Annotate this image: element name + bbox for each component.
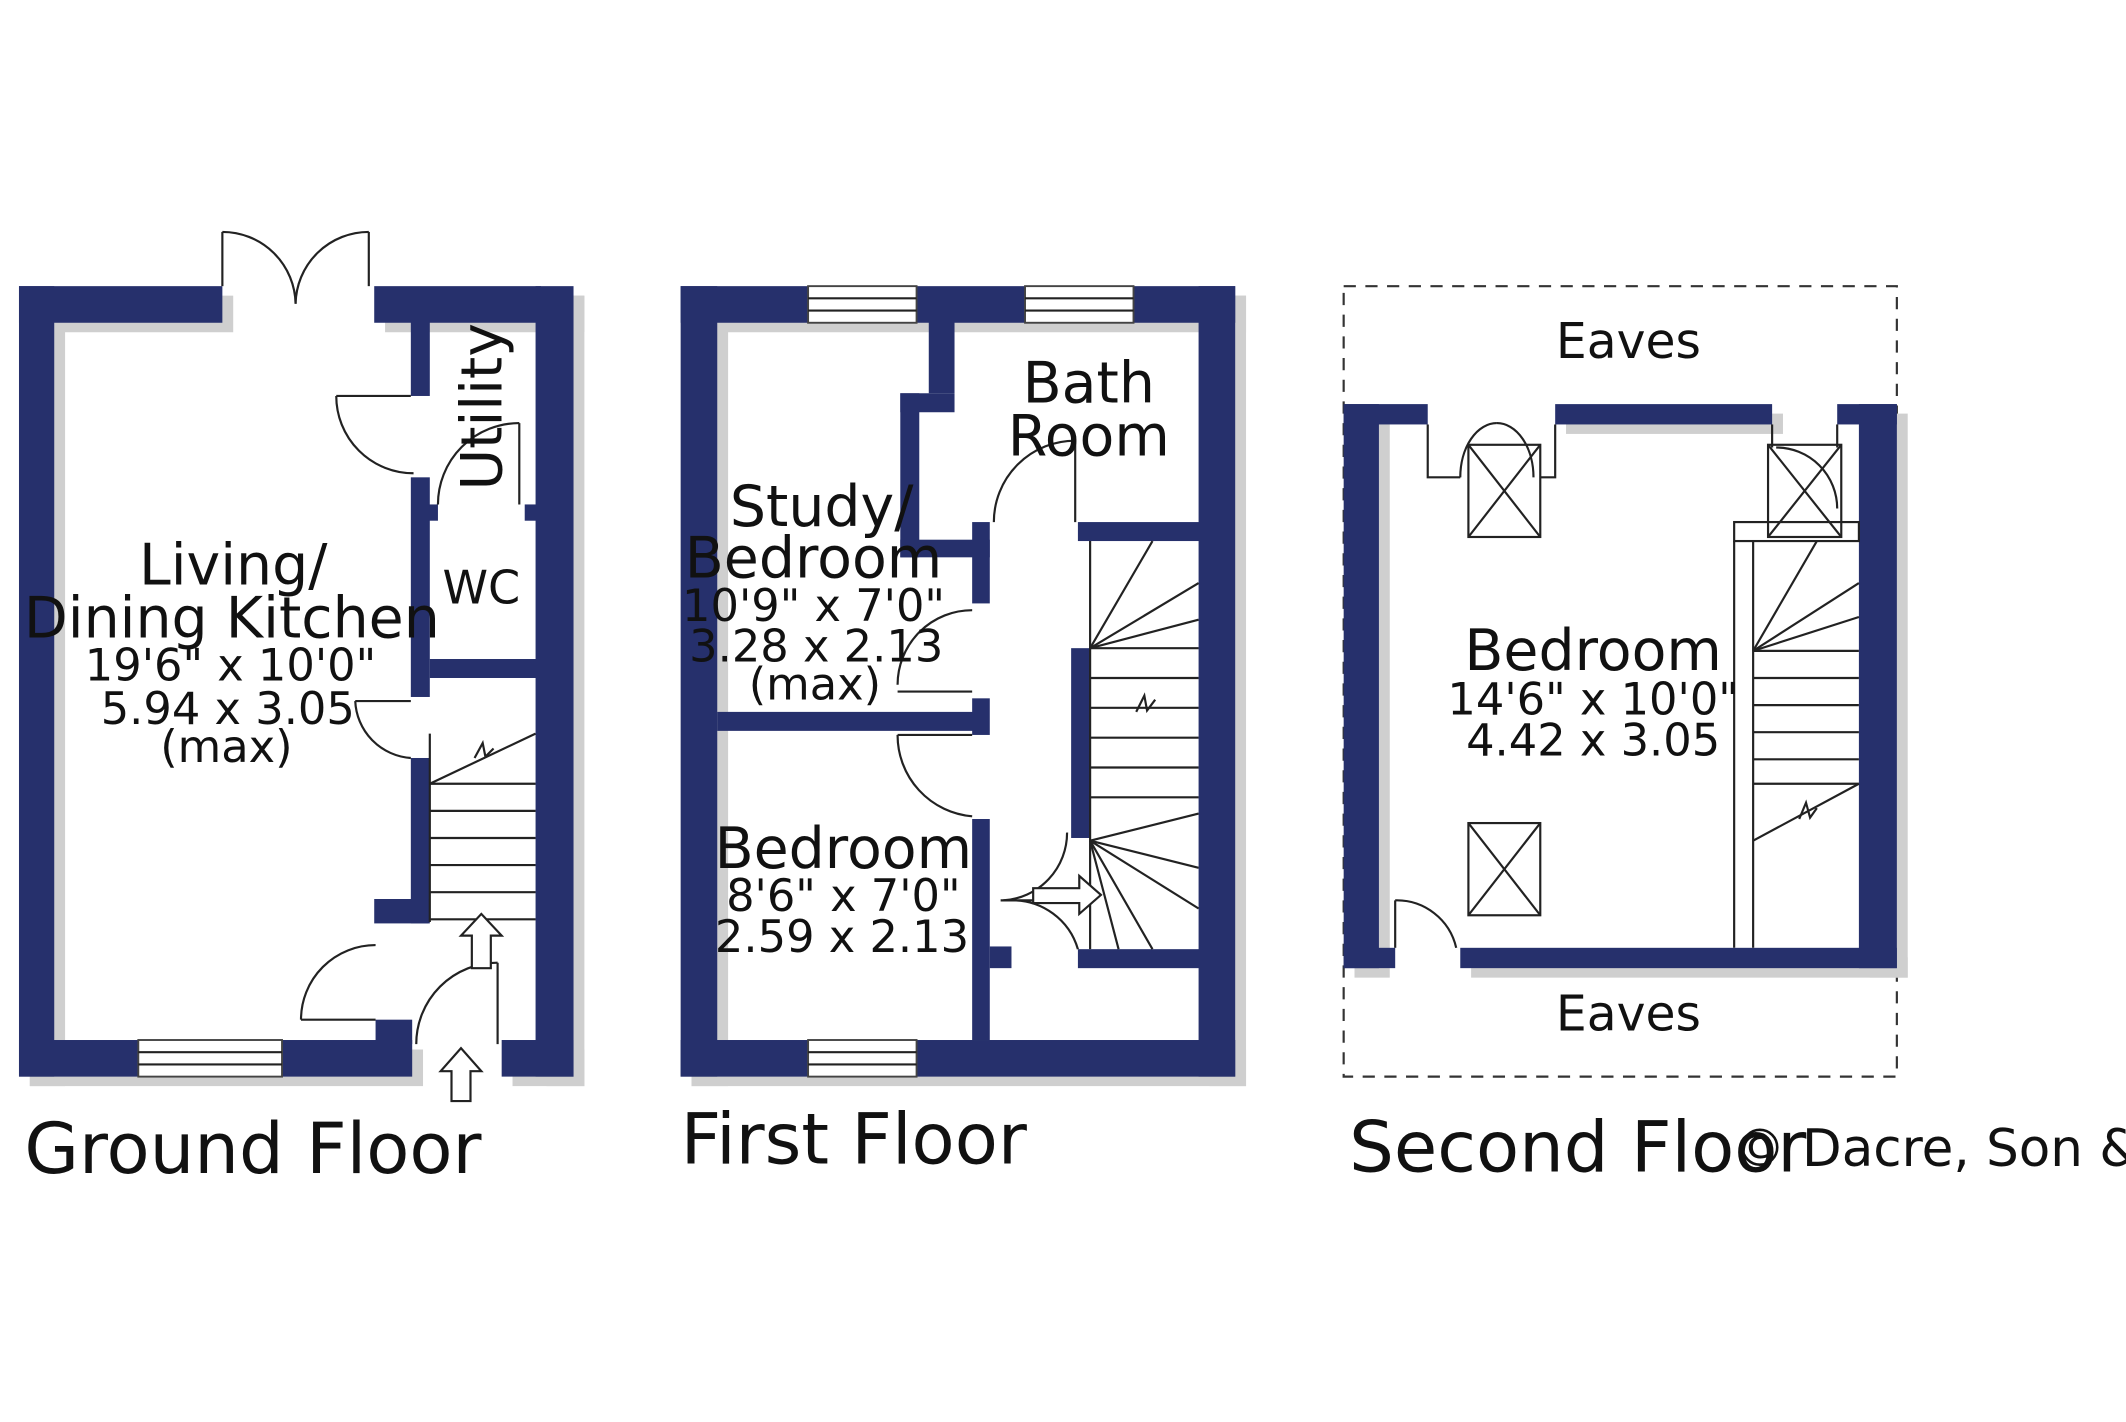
living-dim-note: (max) <box>160 720 292 773</box>
second-bedroom-name: Bedroom <box>1464 618 1722 684</box>
living-dim-metric: 5.94 x 3.05 <box>101 682 355 735</box>
first-doors <box>896 439 1079 950</box>
second-floor-title: Second Floor <box>1349 1107 1806 1189</box>
first-bedroom-metric: 2.59 x 2.13 <box>715 910 969 963</box>
eaves-bottom-label: Eaves <box>1556 986 1701 1043</box>
study-dim-metric: 3.28 x 2.13 <box>689 620 943 673</box>
eaves-top-label: Eaves <box>1556 313 1701 370</box>
first-windows <box>807 285 1135 1078</box>
second-bedroom-imperial: 14'6" x 10'0" <box>1447 673 1738 726</box>
study-dim-note: (max) <box>749 658 881 711</box>
french-doors <box>221 230 370 304</box>
bathroom-name-line1: Bath <box>1023 351 1155 417</box>
first-floor-title: First Floor <box>681 1098 1027 1180</box>
bathroom-name-line2: Room <box>1008 404 1170 470</box>
living-name-line2: Dining Kitchen <box>24 585 440 651</box>
second-floor-walls <box>1343 404 1897 969</box>
wc-door <box>436 422 521 505</box>
second-floor-details <box>1394 422 1860 949</box>
ground-front-window <box>137 1039 283 1078</box>
first-bedroom-imperial: 8'6" x 7'0" <box>726 869 961 922</box>
first-floor-walls <box>680 286 1236 1077</box>
ground-floor-walls <box>18 286 574 1077</box>
first-bedroom-name: Bedroom <box>715 816 973 882</box>
ground-floor-plan <box>18 230 585 1103</box>
second-bedroom-metric: 4.42 x 3.05 <box>1466 713 1720 766</box>
living-door <box>354 699 411 760</box>
front-door <box>415 961 499 1045</box>
first-floor-plan <box>680 285 1247 1087</box>
study-name-line2: Bedroom <box>685 526 943 592</box>
utility-door <box>335 394 414 475</box>
wc-label: WC <box>442 560 520 614</box>
entry-arrows <box>438 912 505 1103</box>
study-dim-imperial: 10'9" x 7'0" <box>682 579 945 632</box>
study-name-line1: Study/ <box>730 474 914 540</box>
first-stairs <box>1032 540 1200 950</box>
ground-stairs <box>428 732 537 923</box>
hall-door <box>299 944 376 1021</box>
second-floor-plan <box>1342 285 1908 1078</box>
utility-label: Utility <box>450 323 516 490</box>
living-dim-imperial: 19'6" x 10'0" <box>85 639 376 692</box>
living-name-line1: Living/ <box>139 532 328 598</box>
copyright-text: © Dacre, Son & Hartley <box>1734 1119 2126 1179</box>
ground-floor-title: Ground Floor <box>24 1108 481 1190</box>
